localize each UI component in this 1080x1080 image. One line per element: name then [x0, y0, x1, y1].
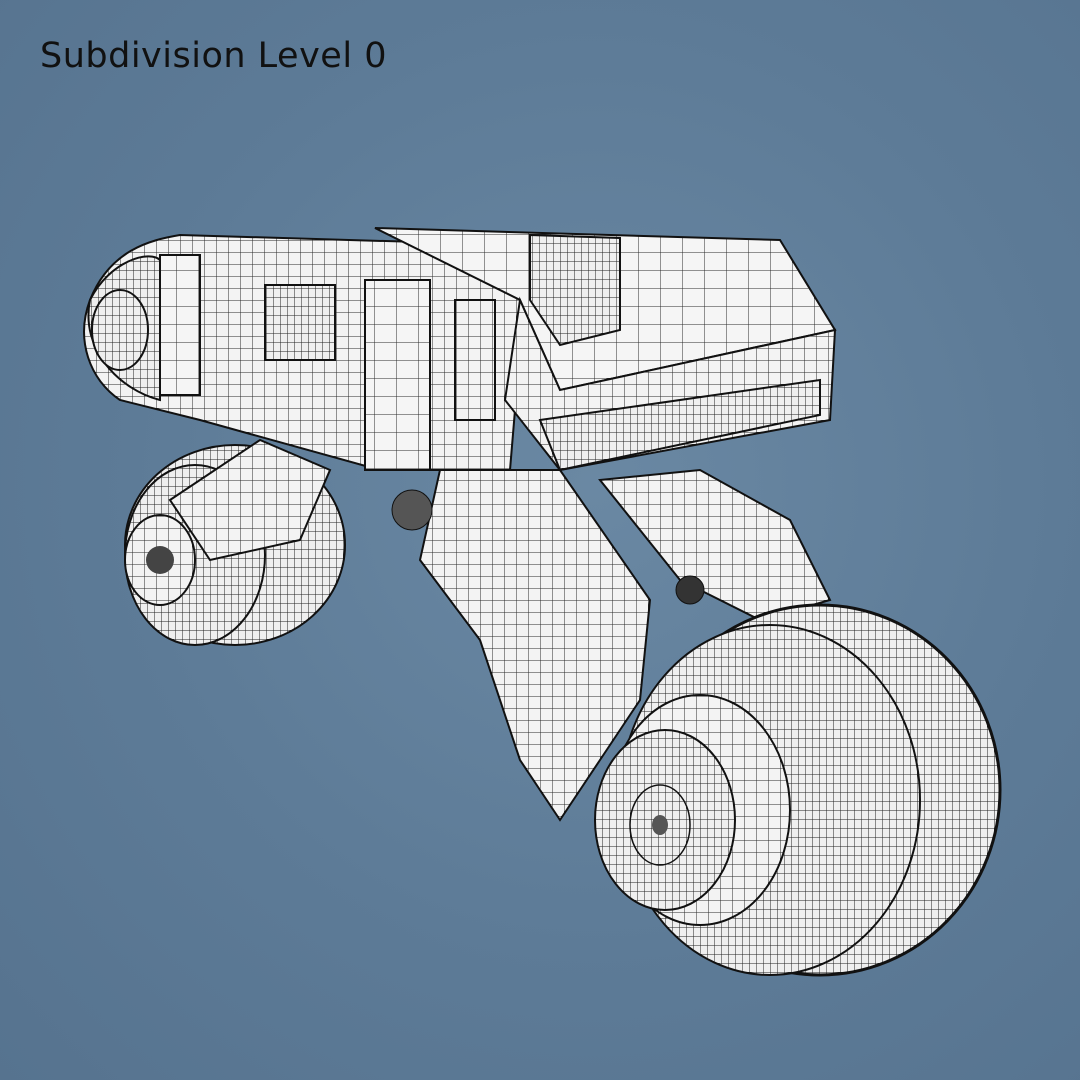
strut-pivot: [675, 575, 705, 605]
center-pivot: [391, 489, 433, 531]
front-wheel-assembly: [594, 603, 1002, 977]
rear-suspension-arm: [168, 438, 332, 562]
front-swing-arm: [418, 469, 652, 822]
dump-bed: [374, 227, 837, 472]
truck-body: [83, 233, 527, 471]
subdivision-level-label: Subdivision Level 0: [40, 36, 387, 76]
